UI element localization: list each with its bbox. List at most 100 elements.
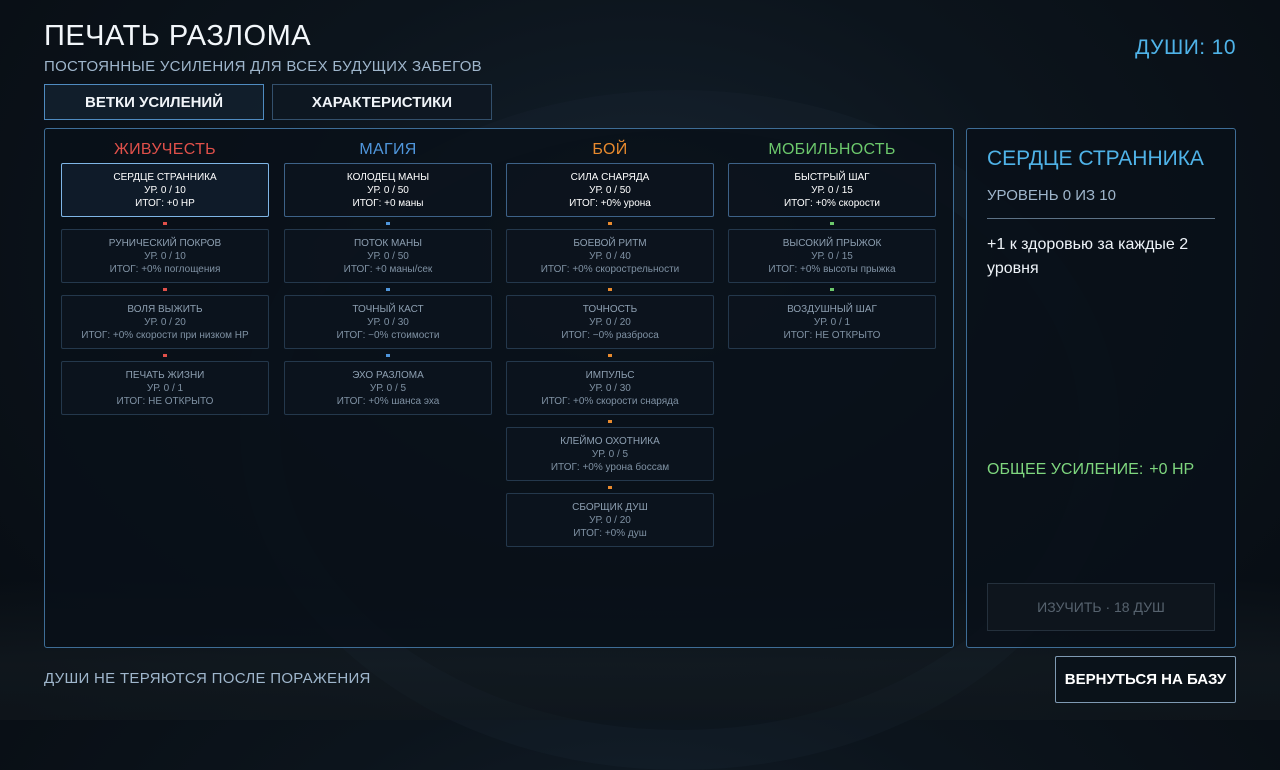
upgrade-node-name: КОЛОДЕЦ МАНЫ bbox=[346, 171, 430, 183]
branch-connector bbox=[386, 354, 390, 357]
footer-note: ДУШИ НЕ ТЕРЯЮТСЯ ПОСЛЕ ПОРАЖЕНИЯ bbox=[44, 670, 371, 687]
upgrade-node-total: ИТОГ: НЕ ОТКРЫТО bbox=[116, 395, 214, 407]
upgrade-node-level: УР. 0 / 50 bbox=[589, 184, 631, 196]
branch-connector bbox=[386, 288, 390, 291]
upgrade-node-level: УР. 0 / 15 bbox=[811, 250, 853, 262]
upgrade-node-total: ИТОГ: +0% поглощения bbox=[109, 263, 221, 275]
upgrade-node-name: ВОЗДУШНЫЙ ШАГ bbox=[787, 303, 877, 315]
souls-label: ДУШИ: bbox=[1135, 36, 1206, 59]
upgrade-node-name: РУНИЧЕСКИЙ ПОКРОВ bbox=[108, 237, 222, 249]
upgrade-node-level: УР. 0 / 20 bbox=[589, 514, 631, 526]
upgrade-node-level: УР. 0 / 40 bbox=[589, 250, 631, 262]
branch-header: МАГИЯ bbox=[359, 141, 417, 158]
upgrade-node-level: УР. 0 / 50 bbox=[367, 250, 409, 262]
branch-header: МОБИЛЬНОСТЬ bbox=[768, 141, 896, 158]
upgrade-node-level: УР. 0 / 20 bbox=[144, 316, 186, 328]
learn-upgrade-button[interactable]: ИЗУЧИТЬ · 18 ДУШ bbox=[987, 583, 1215, 631]
upgrade-node-name: СИЛА СНАРЯДА bbox=[570, 171, 650, 183]
upgrade-detail-panel: СЕРДЦЕ СТРАННИКА УРОВЕНЬ 0 ИЗ 10 +1 к зд… bbox=[966, 128, 1236, 648]
upgrade-node-total: ИТОГ: +0 маны bbox=[352, 197, 424, 209]
souls-counter: ДУШИ:10 bbox=[1135, 36, 1236, 60]
upgrade-node-name: ПОТОК МАНЫ bbox=[353, 237, 423, 249]
tab-upgrade-branches[interactable]: ВЕТКИ УСИЛЕНИЙ bbox=[44, 84, 264, 120]
upgrade-node-level: УР. 0 / 30 bbox=[367, 316, 409, 328]
upgrade-node-level: УР. 0 / 20 bbox=[589, 316, 631, 328]
branch-connector bbox=[608, 288, 612, 291]
upgrade-node-name: ПЕЧАТЬ ЖИЗНИ bbox=[125, 369, 205, 381]
branch-connector bbox=[608, 486, 612, 489]
branch-connector bbox=[163, 288, 167, 291]
upgrade-node-total: ИТОГ: +0% скорости при низком HP bbox=[81, 329, 249, 341]
upgrade-node-level: УР. 0 / 10 bbox=[144, 184, 186, 196]
branch-connector bbox=[163, 354, 167, 357]
upgrade-node-total: ИТОГ: НЕ ОТКРЫТО bbox=[783, 329, 881, 341]
upgrade-node-level: УР. 0 / 1 bbox=[813, 316, 851, 328]
upgrade-node-total: ИТОГ: +0% высоты прыжка bbox=[768, 263, 896, 275]
upgrade-node-level: УР. 0 / 10 bbox=[144, 250, 186, 262]
upgrade-node-name: ТОЧНОСТЬ bbox=[582, 303, 638, 315]
return-to-base-button[interactable]: ВЕРНУТЬСЯ НА БАЗУ bbox=[1055, 656, 1236, 703]
upgrade-node-name: СБОРЩИК ДУШ bbox=[572, 501, 648, 513]
upgrade-node-name: КЛЕЙМО ОХОТНИКА bbox=[560, 435, 660, 447]
upgrade-node-level: УР. 0 / 15 bbox=[811, 184, 853, 196]
upgrade-node-name: ЭХО РАЗЛОМА bbox=[352, 369, 424, 381]
tab-characteristics[interactable]: ХАРАКТЕРИСТИКИ bbox=[272, 84, 492, 120]
upgrade-node-total: ИТОГ: +0 маны/сек bbox=[343, 263, 433, 275]
upgrade-node-total: ИТОГ: +0% скорости снаряда bbox=[541, 395, 679, 407]
detail-total-value: +0 HP bbox=[1149, 461, 1195, 478]
branch-header: БОЙ bbox=[592, 141, 628, 158]
detail-divider bbox=[987, 218, 1215, 219]
page-subtitle: ПОСТОЯННЫЕ УСИЛЕНИЯ ДЛЯ ВСЕХ БУДУЩИХ ЗАБ… bbox=[44, 58, 482, 75]
upgrade-node-total: ИТОГ: +0% урона bbox=[569, 197, 651, 209]
branch-connector bbox=[608, 420, 612, 423]
branch-connector bbox=[386, 222, 390, 225]
upgrade-node-level: УР. 0 / 30 bbox=[589, 382, 631, 394]
branch-connector bbox=[830, 288, 834, 291]
upgrade-node-total: ИТОГ: −0% стоимости bbox=[336, 329, 440, 341]
upgrade-node-total: ИТОГ: +0% скорострельности bbox=[540, 263, 680, 275]
upgrade-node-total: ИТОГ: +0% шанса эха bbox=[336, 395, 440, 407]
detail-total-label: ОБЩЕЕ УСИЛЕНИЕ: bbox=[987, 461, 1144, 478]
detail-description: +1 к здоровью за каждые 2 уровня bbox=[987, 236, 1189, 277]
upgrade-node-name: БЫСТРЫЙ ШАГ bbox=[794, 171, 870, 183]
upgrade-node-level: УР. 0 / 5 bbox=[591, 448, 629, 460]
upgrade-node-name: ВОЛЯ ВЫЖИТЬ bbox=[127, 303, 203, 315]
upgrade-node-level: УР. 0 / 5 bbox=[369, 382, 407, 394]
upgrade-node-name: ВЫСОКИЙ ПРЫЖОК bbox=[782, 237, 882, 249]
upgrade-node-name: СЕРДЦЕ СТРАННИКА bbox=[113, 171, 217, 183]
souls-value: 10 bbox=[1211, 36, 1236, 59]
upgrade-node-total: ИТОГ: +0% урона боссам bbox=[550, 461, 670, 473]
upgrade-node-total: ИТОГ: +0% скорости bbox=[783, 197, 880, 209]
upgrade-node-total: ИТОГ: −0% разброса bbox=[561, 329, 659, 341]
upgrade-node-name: ТОЧНЫЙ КАСТ bbox=[352, 303, 424, 315]
branch-connector bbox=[163, 222, 167, 225]
upgrade-node-name: ИМПУЛЬС bbox=[585, 369, 635, 381]
detail-level: УРОВЕНЬ 0 ИЗ 10 bbox=[987, 187, 1116, 204]
upgrade-node-level: УР. 0 / 1 bbox=[146, 382, 184, 394]
upgrade-node-name: БОЕВОЙ РИТМ bbox=[573, 237, 647, 249]
detail-total-bonus: ОБЩЕЕ УСИЛЕНИЕ: +0 HP bbox=[987, 461, 1194, 479]
branch-connector bbox=[608, 354, 612, 357]
upgrade-node-level: УР. 0 / 50 bbox=[367, 184, 409, 196]
upgrade-node-total: ИТОГ: +0% душ bbox=[573, 527, 647, 539]
branch-connector bbox=[608, 222, 612, 225]
detail-title: СЕРДЦЕ СТРАННИКА bbox=[987, 147, 1204, 170]
